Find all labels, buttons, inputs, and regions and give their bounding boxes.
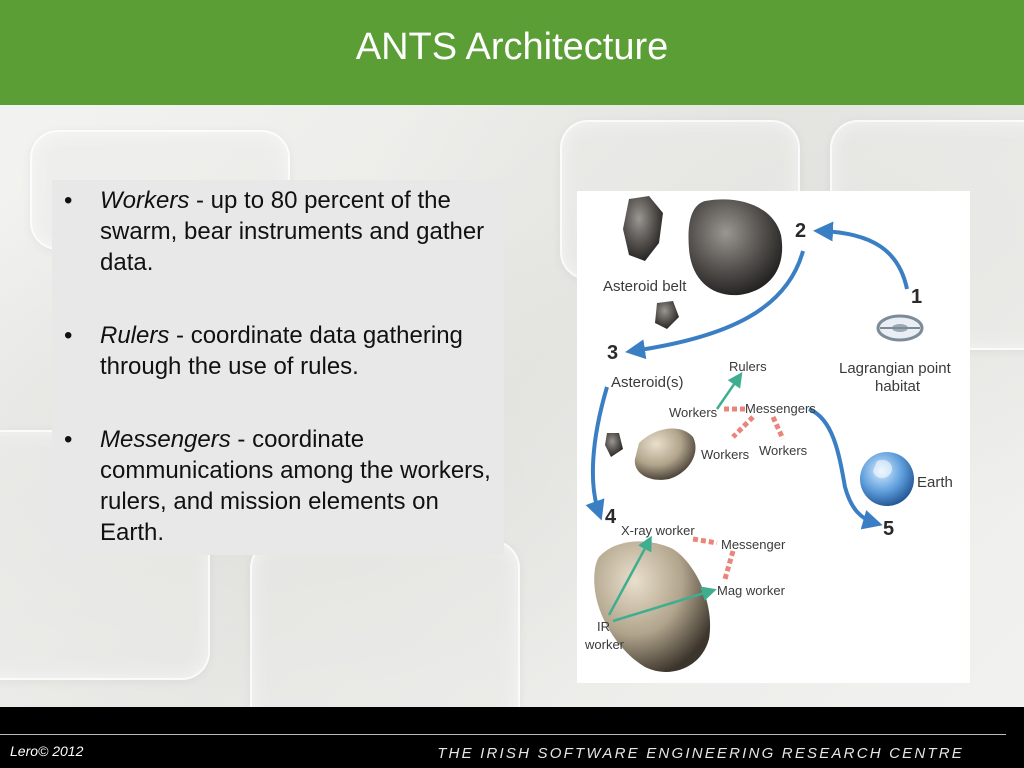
label-workers-b: Workers [701, 447, 750, 462]
bullet-symbol: • [64, 322, 73, 349]
label-messengers: Messengers [745, 401, 816, 416]
step-number-1: 1 [911, 286, 922, 308]
label-mag-worker: Mag worker [717, 583, 786, 598]
label-ir: IR [597, 619, 610, 634]
arrow-messengers-to-5 [808, 407, 883, 530]
bullet-text: - up to 80 percent of the swarm, bear in… [100, 187, 485, 276]
asteroid-medium-icon [634, 428, 696, 480]
slide-title: ANTS Architecture [355, 26, 669, 68]
bullet-item-rulers: • Rulers - coordinate data gathering thr… [62, 320, 494, 382]
link-workers-rulers [715, 372, 743, 410]
bullet-body: Messengers - coordinate communications a… [100, 424, 492, 548]
bullet-term: Messengers [100, 426, 231, 453]
bullet-item-workers: • Workers - up to 80 percent of the swar… [62, 185, 494, 278]
link-messengers-workers-b [731, 415, 755, 439]
arrow-3-to-4 [585, 386, 609, 521]
asteroid-small-icon [623, 196, 663, 261]
asteroid-big-tan-icon [594, 541, 711, 672]
footer-copyright: Lero© 2012 [10, 743, 84, 759]
link-xray-messenger [692, 536, 718, 546]
link-ir-xray [607, 535, 652, 616]
bullet-text: - coordinate communications among the wo… [100, 426, 491, 546]
label-asteroid-belt: Asteroid belt [603, 278, 687, 295]
asteroid-tiny-icon [605, 433, 623, 457]
label-earth: Earth [917, 474, 953, 491]
label-xray-worker: X-ray worker [621, 523, 695, 538]
label-workers-a: Workers [669, 405, 718, 420]
bullet-body: Rulers - coordinate data gathering throu… [100, 320, 492, 382]
slide-footer: Lero© 2012 THE IRISH SOFTWARE ENGINEERIN… [0, 707, 1024, 768]
arrow-1-to-2 [813, 221, 909, 290]
footer-organization: THE IRISH SOFTWARE ENGINEERING RESEARCH … [437, 745, 964, 762]
link-messenger-mag [722, 550, 736, 580]
diagram-canvas: 1 2 3 4 5 Asteroid belt Lagrangian point… [584, 196, 953, 672]
label-workers-c: Workers [759, 443, 808, 458]
bullet-symbol: • [64, 426, 73, 453]
link-ir-mag [612, 586, 717, 623]
bullet-text: - coordinate data gathering through the … [100, 322, 463, 380]
asteroid-tiny-icon [655, 301, 679, 329]
asteroid-large-icon [688, 199, 783, 296]
step-number-4: 4 [605, 506, 617, 528]
arrow-2-to-3 [625, 250, 805, 360]
step-number-5: 5 [883, 518, 894, 540]
bullet-symbol: • [64, 187, 73, 214]
label-messenger: Messenger [721, 537, 786, 552]
step-number-2: 2 [795, 220, 806, 242]
label-rulers: Rulers [729, 359, 767, 374]
slide-header: ANTS Architecture [0, 0, 1024, 105]
earth-icon [860, 452, 914, 506]
habitat-icon [876, 314, 924, 342]
link-messengers-workers-c [770, 415, 786, 441]
bullet-term: Rulers [100, 322, 170, 349]
label-lagrangian-point: Lagrangian point [839, 360, 952, 377]
label-habitat: habitat [875, 378, 921, 395]
bullet-item-messengers: • Messengers - coordinate communications… [62, 424, 494, 548]
ants-architecture-diagram: 1 2 3 4 5 Asteroid belt Lagrangian point… [577, 191, 970, 683]
label-ir-worker: worker [584, 637, 625, 652]
bullet-body: Workers - up to 80 percent of the swarm,… [100, 185, 492, 278]
bullet-term: Workers [100, 187, 190, 214]
bullet-list: • Workers - up to 80 percent of the swar… [52, 180, 504, 555]
step-number-3: 3 [607, 342, 618, 364]
footer-divider [0, 734, 1006, 735]
label-asteroids: Asteroid(s) [611, 374, 684, 391]
